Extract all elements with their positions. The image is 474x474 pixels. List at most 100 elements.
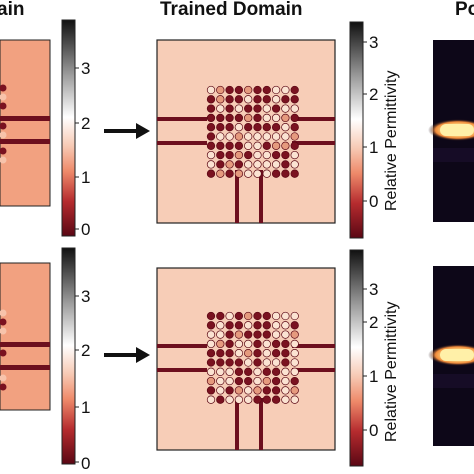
rod — [216, 160, 225, 169]
rod — [262, 311, 271, 321]
rod — [244, 123, 253, 132]
rod — [244, 113, 253, 123]
rod — [234, 104, 244, 113]
rod — [281, 321, 290, 330]
rod — [206, 160, 216, 169]
rod — [206, 311, 216, 321]
rod — [244, 141, 253, 150]
rod — [262, 321, 271, 330]
rod — [225, 386, 234, 395]
rod — [244, 339, 253, 349]
rod — [234, 386, 244, 395]
rod — [225, 358, 234, 367]
cb-left-top-tick-1: 1 — [81, 168, 91, 187]
rod — [262, 395, 271, 404]
rod — [216, 113, 225, 123]
rod — [271, 330, 281, 339]
rod — [206, 395, 216, 404]
rod — [234, 358, 244, 367]
rod — [216, 367, 225, 376]
rod — [216, 376, 225, 386]
field-panel-top — [428, 40, 474, 222]
rod-lattice-top — [206, 85, 299, 178]
rod — [206, 132, 216, 141]
rod — [244, 349, 253, 358]
rod — [234, 85, 244, 95]
rod — [234, 123, 244, 132]
rod — [244, 85, 253, 95]
rod — [290, 169, 299, 178]
rod — [234, 395, 244, 404]
rod — [253, 150, 262, 160]
rod — [281, 386, 290, 395]
rod — [271, 85, 281, 95]
rod — [244, 330, 253, 339]
rod — [262, 104, 271, 113]
cb-left-bottom-tick-2: 2 — [81, 341, 91, 360]
rod — [281, 339, 290, 349]
rod — [281, 150, 290, 160]
rod — [244, 104, 253, 113]
rod — [216, 150, 225, 160]
rod — [216, 386, 225, 395]
rod — [216, 349, 225, 358]
rod — [253, 169, 262, 178]
rod — [271, 113, 281, 123]
rod — [234, 141, 244, 150]
rod — [244, 311, 253, 321]
rod — [206, 85, 216, 95]
rod — [271, 150, 281, 160]
rod — [225, 339, 234, 349]
rod — [290, 321, 299, 330]
rod — [206, 104, 216, 113]
rod — [281, 330, 290, 339]
rod — [244, 160, 253, 169]
rod — [271, 395, 281, 404]
rod — [281, 311, 290, 321]
rod — [271, 123, 281, 132]
rod — [225, 311, 234, 321]
colorbar-label-bottom: Relative Permittivity — [383, 301, 400, 442]
rod — [244, 386, 253, 395]
rod — [253, 376, 262, 386]
colorbar-left-bottom — [61, 247, 79, 465]
rod — [206, 95, 216, 104]
rod — [216, 95, 225, 104]
rod — [281, 169, 290, 178]
rod — [216, 85, 225, 95]
cb-left-bottom-tick-0: 0 — [81, 454, 91, 473]
rod — [234, 113, 244, 123]
rod — [290, 132, 299, 141]
cb-center-bottom-tick-1: 1 — [369, 367, 379, 386]
rod — [225, 367, 234, 376]
rod — [206, 150, 216, 160]
rod — [271, 95, 281, 104]
rod — [262, 376, 271, 386]
rod — [281, 141, 290, 150]
rod — [225, 113, 234, 123]
left-rod-column — [0, 84, 7, 164]
rod — [234, 311, 244, 321]
rod — [290, 104, 299, 113]
rod — [244, 95, 253, 104]
rod — [281, 376, 290, 386]
rod — [234, 321, 244, 330]
cb-center-bottom-tick-2: 2 — [369, 313, 379, 332]
rod — [271, 386, 281, 395]
rod — [262, 160, 271, 169]
rod — [271, 376, 281, 386]
rod — [253, 104, 262, 113]
rod — [271, 132, 281, 141]
rod — [244, 169, 253, 178]
rod — [234, 95, 244, 104]
rod — [234, 132, 244, 141]
rod — [271, 367, 281, 376]
rod — [225, 349, 234, 358]
rod — [206, 386, 216, 395]
rod — [262, 150, 271, 160]
rod — [281, 104, 290, 113]
rod — [290, 395, 299, 404]
rod — [234, 376, 244, 386]
rod — [262, 169, 271, 178]
